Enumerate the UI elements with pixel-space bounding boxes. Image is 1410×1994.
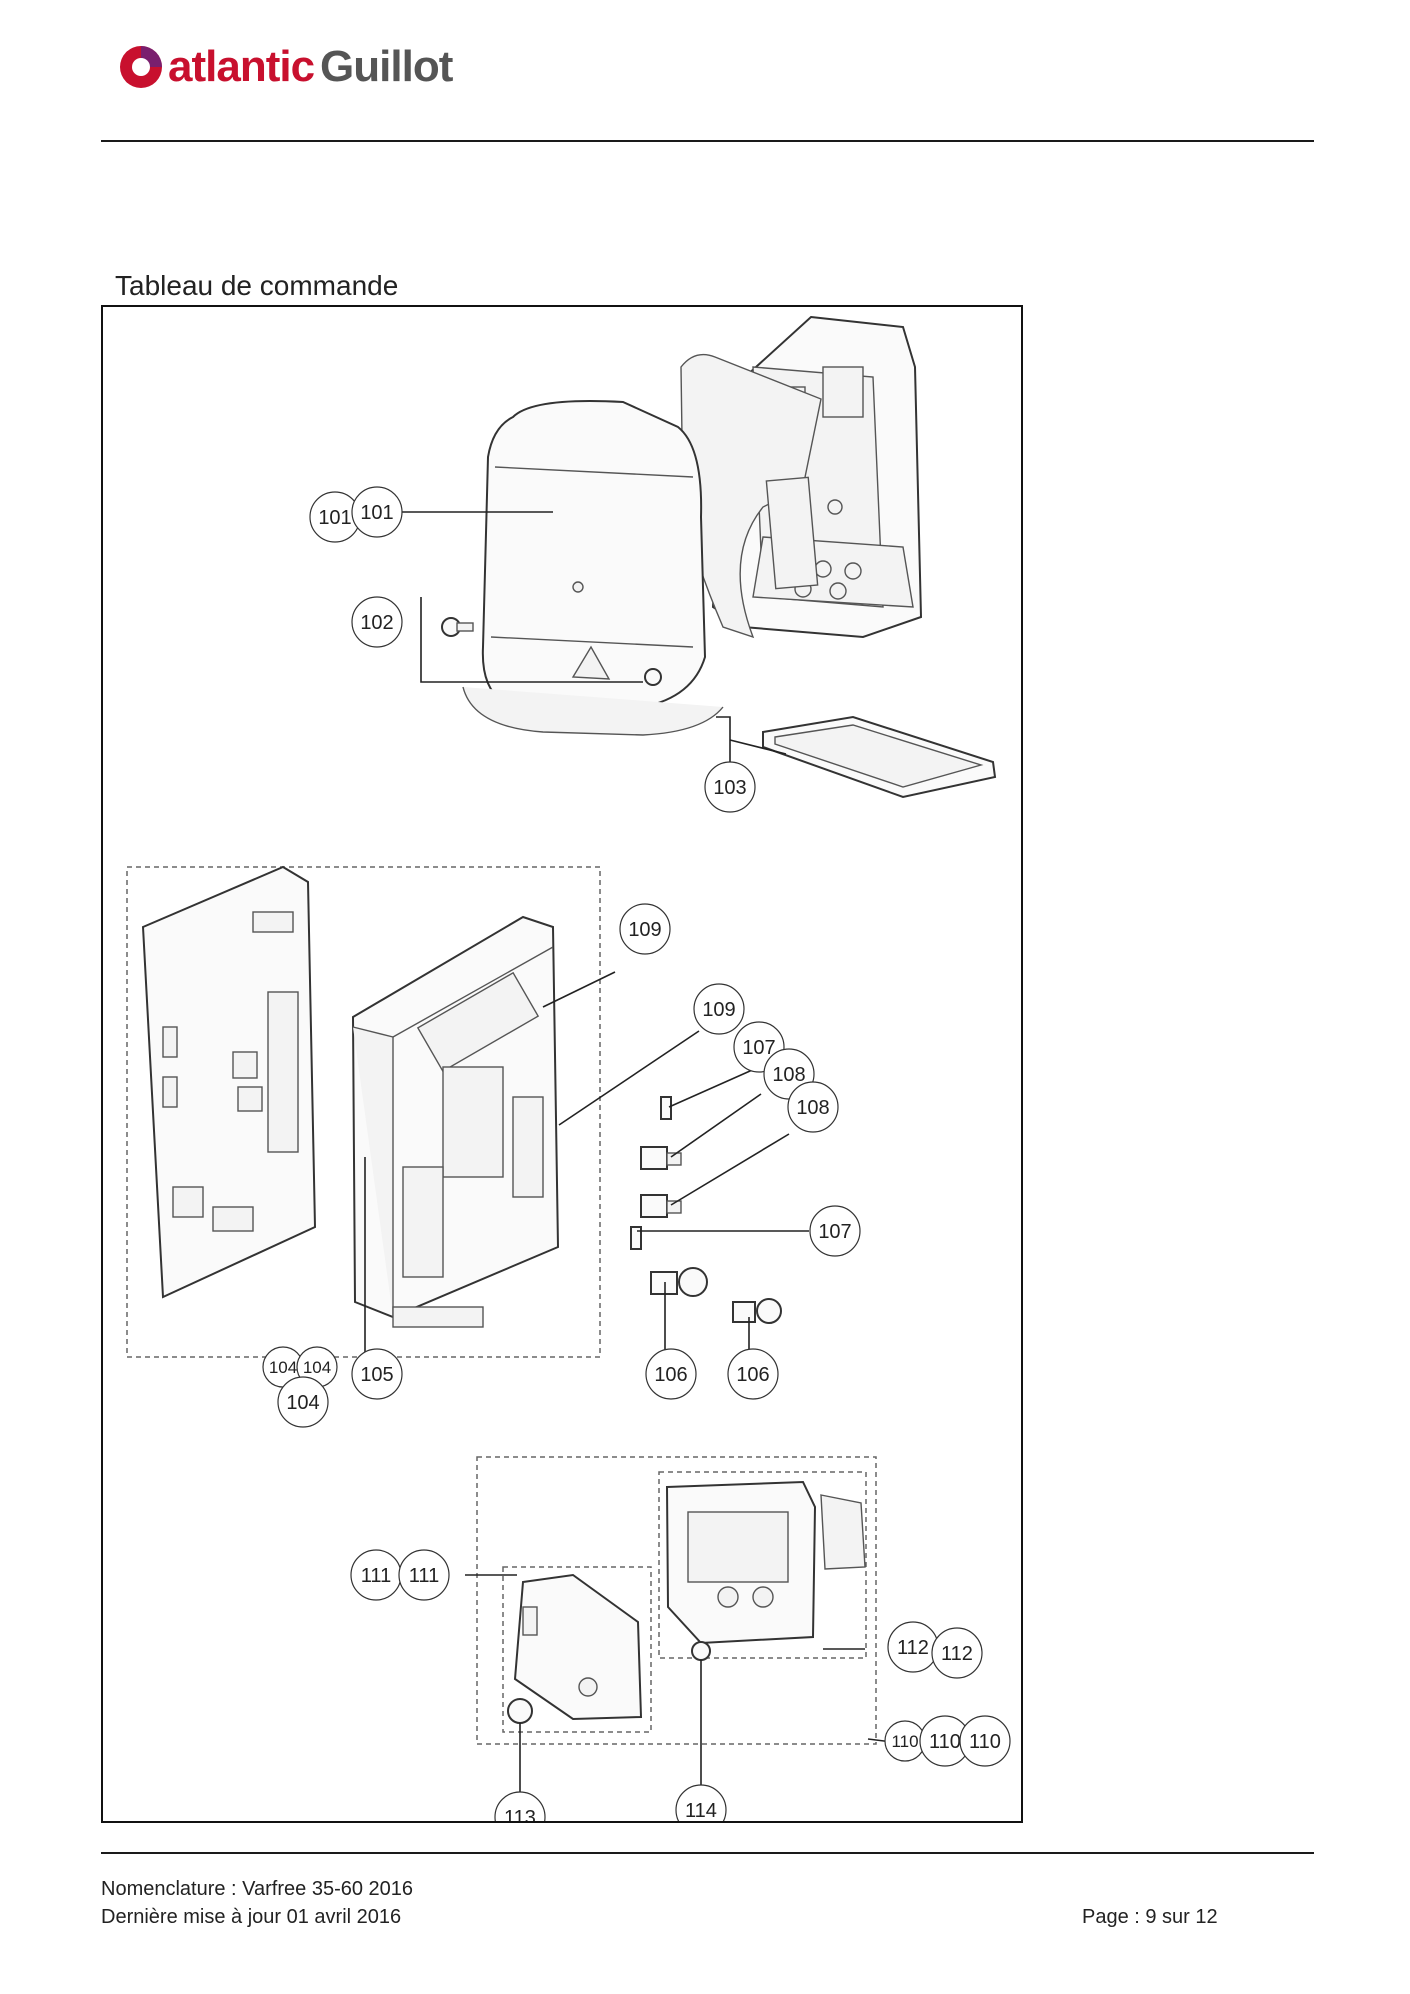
callout-110b: 110: [919, 1715, 971, 1767]
gasket-frame-part: [680, 353, 822, 639]
callout-111b: 111: [398, 1549, 450, 1601]
svg-text:111: 111: [409, 1565, 439, 1587]
callout-107b: 107: [809, 1205, 861, 1257]
callout-104a: 104: [262, 1346, 304, 1388]
svg-text:101: 101: [360, 502, 393, 524]
main-pcb-part: [141, 865, 317, 1299]
footer-page-number: Page : 9 sur 12: [1082, 1906, 1218, 1928]
control-box-part: [351, 915, 560, 1328]
svg-text:112: 112: [941, 1643, 973, 1665]
seal-gasket-part: [762, 715, 997, 799]
svg-text:104: 104: [303, 1358, 331, 1377]
svg-text:106: 106: [736, 1364, 769, 1386]
switch-part-right: [732, 1298, 782, 1324]
svg-text:109: 109: [702, 999, 735, 1021]
footer-nomenclature: Nomenclature : Varfree 35-60 2016: [101, 1878, 414, 1900]
svg-text:114: 114: [685, 1800, 717, 1821]
dial-knob-part: [507, 1698, 533, 1724]
svg-text:101: 101: [318, 507, 351, 529]
callout-110c: 110: [959, 1715, 1011, 1767]
fuse-part-upper: [660, 1096, 672, 1120]
brand-logo-icon: [120, 46, 162, 88]
callout-108b: 108: [787, 1081, 839, 1133]
callout-109b: 109: [693, 983, 745, 1035]
svg-text:108: 108: [772, 1064, 805, 1086]
svg-text:102: 102: [360, 612, 393, 634]
callout-106a: 106: [645, 1348, 697, 1400]
svg-text:103: 103: [713, 777, 746, 799]
svg-text:110: 110: [969, 1731, 1001, 1753]
interface-board-part: [513, 1573, 643, 1721]
fuse-part-lower: [630, 1226, 642, 1250]
display-frame-part: [665, 1480, 817, 1645]
callout-114: 114: [675, 1784, 727, 1821]
svg-text:113: 113: [504, 1807, 536, 1821]
fuse-holder-part-upper: [640, 1146, 682, 1170]
svg-text:111: 111: [361, 1565, 391, 1587]
footer-last-update: Dernière mise à jour 01 avril 2016: [101, 1906, 402, 1928]
svg-text:112: 112: [897, 1637, 929, 1659]
display-frame-outline: [658, 1471, 867, 1659]
callout-105: 105: [351, 1348, 403, 1400]
callout-102: 102: [351, 596, 403, 648]
display-group-outline: [476, 1456, 877, 1745]
svg-text:105: 105: [360, 1364, 393, 1386]
cover-front-part: [462, 400, 724, 736]
interface-board-outline: [502, 1566, 652, 1733]
svg-text:107: 107: [818, 1221, 851, 1243]
callout-101a: 101: [309, 491, 361, 543]
callout-101b: 101: [351, 486, 403, 538]
exploded-view-frame: 101 101 102 103 104 104 104 105 106 106 …: [101, 305, 1023, 1823]
callout-111a: 111: [350, 1549, 402, 1601]
exploded-parts-diagram: 101 101 102 103 104 104 104 105 106 106 …: [126, 315, 1011, 1821]
callout-103: 103: [704, 761, 756, 813]
brand-primary: atlantic: [168, 42, 315, 91]
header-rule: [101, 140, 1314, 142]
brand-secondary: Guillot: [320, 42, 453, 91]
footer-rule: [101, 1852, 1314, 1854]
svg-text:110: 110: [929, 1731, 961, 1753]
svg-text:107: 107: [742, 1037, 775, 1059]
callout-104c: 104: [277, 1376, 329, 1428]
callout-110a: 110: [884, 1720, 926, 1762]
callout-112a: 112: [887, 1621, 939, 1673]
svg-text:108: 108: [796, 1097, 829, 1119]
svg-text:109: 109: [628, 919, 661, 941]
callout-109a: 109: [619, 903, 671, 955]
svg-text:104: 104: [269, 1358, 297, 1377]
fuse-holder-part-lower: [640, 1194, 682, 1218]
callout-113: 113: [494, 1791, 546, 1821]
svg-text:106: 106: [654, 1364, 687, 1386]
section-title: Tableau de commande: [115, 270, 399, 301]
callout-106b: 106: [727, 1348, 779, 1400]
pushbutton-part: [691, 1641, 711, 1661]
svg-text:110: 110: [891, 1732, 918, 1751]
svg-text:104: 104: [286, 1392, 319, 1414]
callout-112b: 112: [931, 1627, 983, 1679]
knob-screw-part: [441, 617, 474, 637]
display-card-part: [820, 1494, 866, 1570]
switch-part-left: [650, 1267, 708, 1297]
